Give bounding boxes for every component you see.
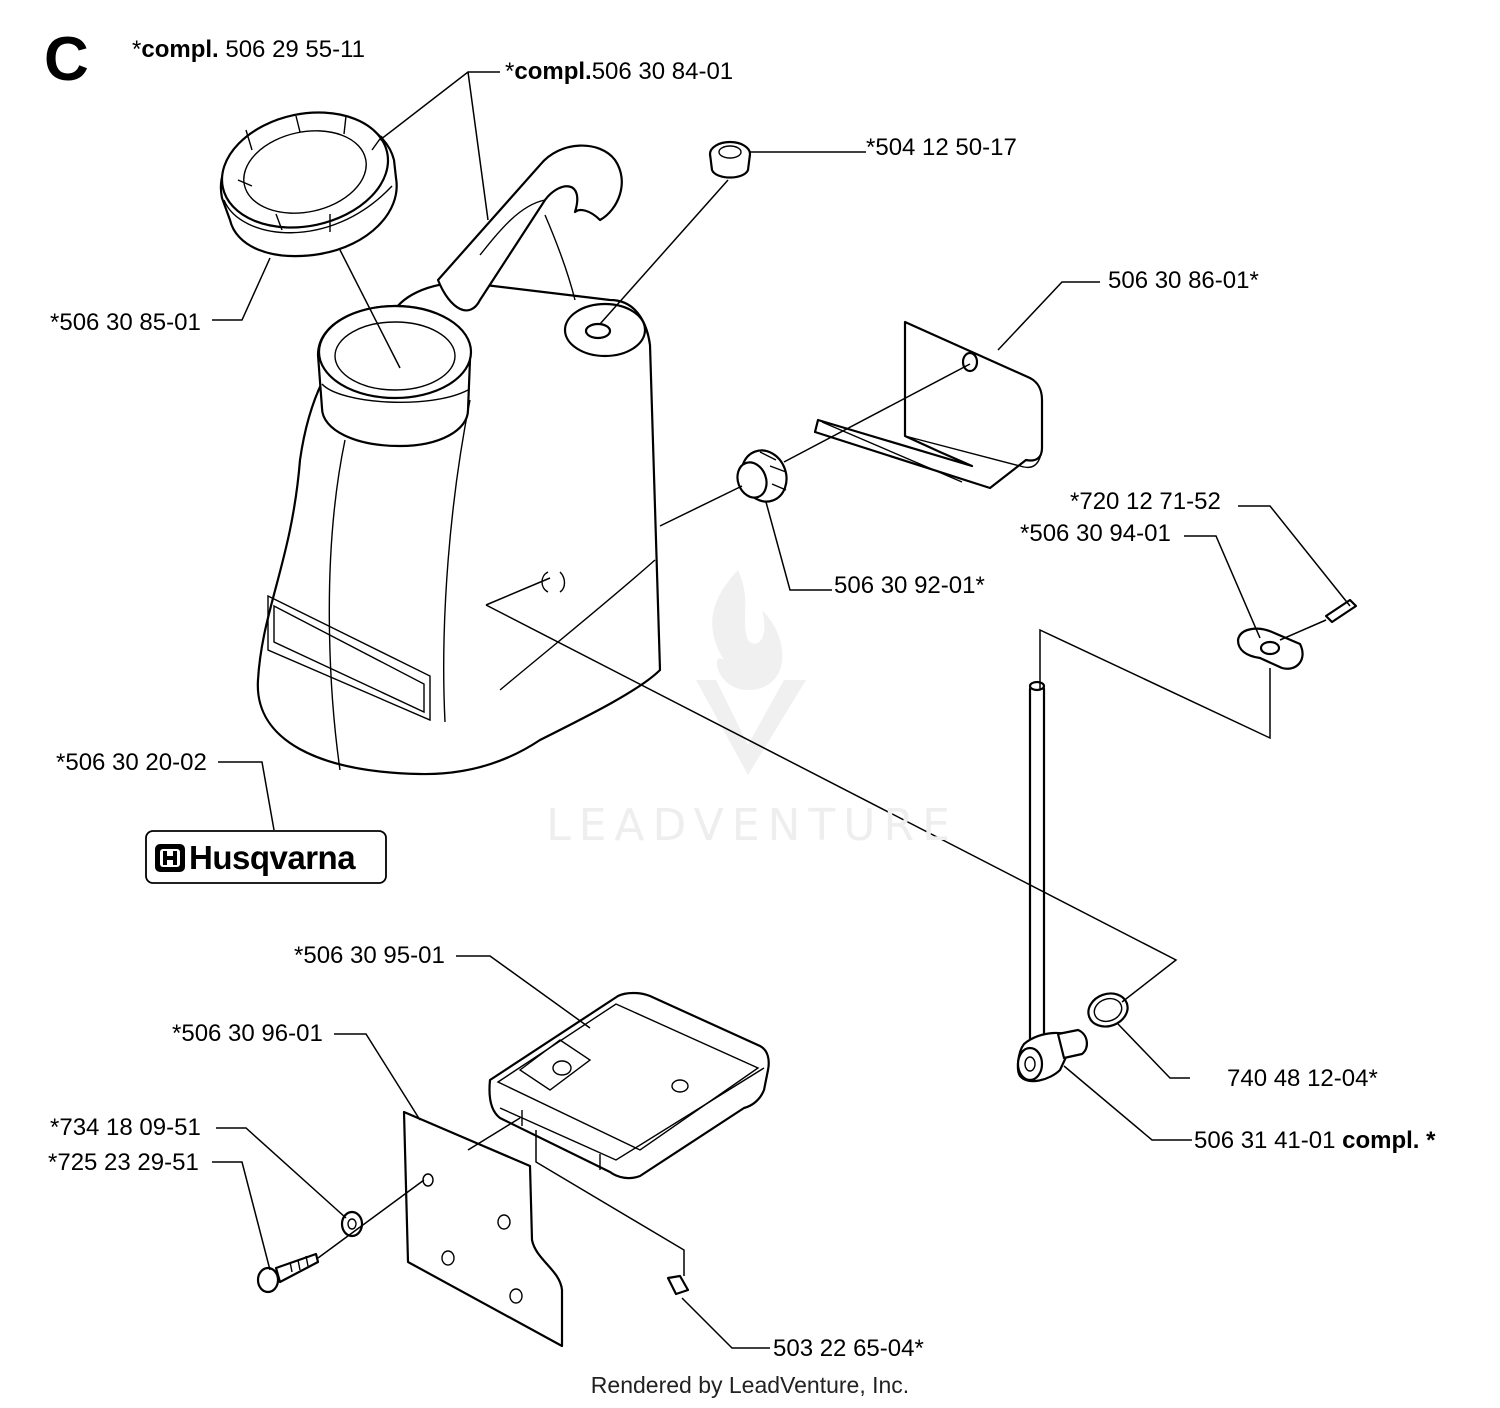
pin [1324, 598, 1358, 624]
leader-lines [212, 71, 1351, 1349]
bracket-plate [813, 320, 1044, 490]
tank-cover [488, 991, 770, 1180]
callout-506-30-20-02[interactable]: *506 30 20-02 [56, 749, 207, 776]
wing-clip [1236, 627, 1304, 670]
callout-504-12-50-17[interactable]: *504 12 50-17 [866, 134, 1017, 161]
section-letter: C [44, 25, 89, 94]
callout-506-30-85-01[interactable]: *506 30 85-01 [50, 309, 201, 336]
callout-compl-506-30-84-01[interactable]: *compl.506 30 84-01 [505, 58, 734, 85]
nut [736, 449, 788, 503]
square-nut [666, 1274, 690, 1296]
callout-506-30-86-01[interactable]: 506 30 86-01* [1108, 267, 1259, 294]
watermark-text: LEADVENTURE [546, 800, 958, 851]
callout-720-12-71-52[interactable]: *720 12 71-52 [1070, 488, 1221, 515]
pickup-tube [1016, 680, 1088, 1083]
tank-cap [219, 111, 398, 258]
callout-506-30-96-01[interactable]: *506 30 96-01 [172, 1020, 323, 1047]
gasket-plate [402, 1110, 564, 1348]
fuel-tank [256, 144, 662, 776]
callout-740-48-12-04[interactable]: 740 48 12-04* [1227, 1065, 1378, 1092]
callout-503-22-65-04[interactable]: 503 22 65-04* [773, 1335, 924, 1362]
husqvarna-crown-icon [155, 844, 185, 872]
callout-506-30-95-01[interactable]: *506 30 95-01 [294, 942, 445, 969]
callout-734-18-09-51[interactable]: *734 18 09-51 [50, 1114, 201, 1141]
footer-credit: Rendered by LeadVenture, Inc. [590, 1372, 910, 1398]
callout-506-30-94-01[interactable]: *506 30 94-01 [1020, 520, 1171, 547]
brand-logo-text: Husqvarna [189, 839, 356, 876]
callout-compl-506-29-55-11[interactable]: *compl. 506 29 55-11 [132, 36, 366, 63]
o-ring [1087, 992, 1129, 1028]
screw [256, 1252, 320, 1294]
callout-506-31-41-01-compl[interactable]: 506 31 41-01 compl. * [1194, 1127, 1436, 1154]
callout-725-23-29-51[interactable]: *725 23 29-51 [48, 1149, 199, 1176]
husqvarna-decal [145, 830, 387, 884]
callout-506-30-92-01[interactable]: 506 30 92-01* [834, 572, 985, 599]
vent-grommet [708, 140, 752, 179]
watermark-logo-icon [696, 570, 806, 775]
